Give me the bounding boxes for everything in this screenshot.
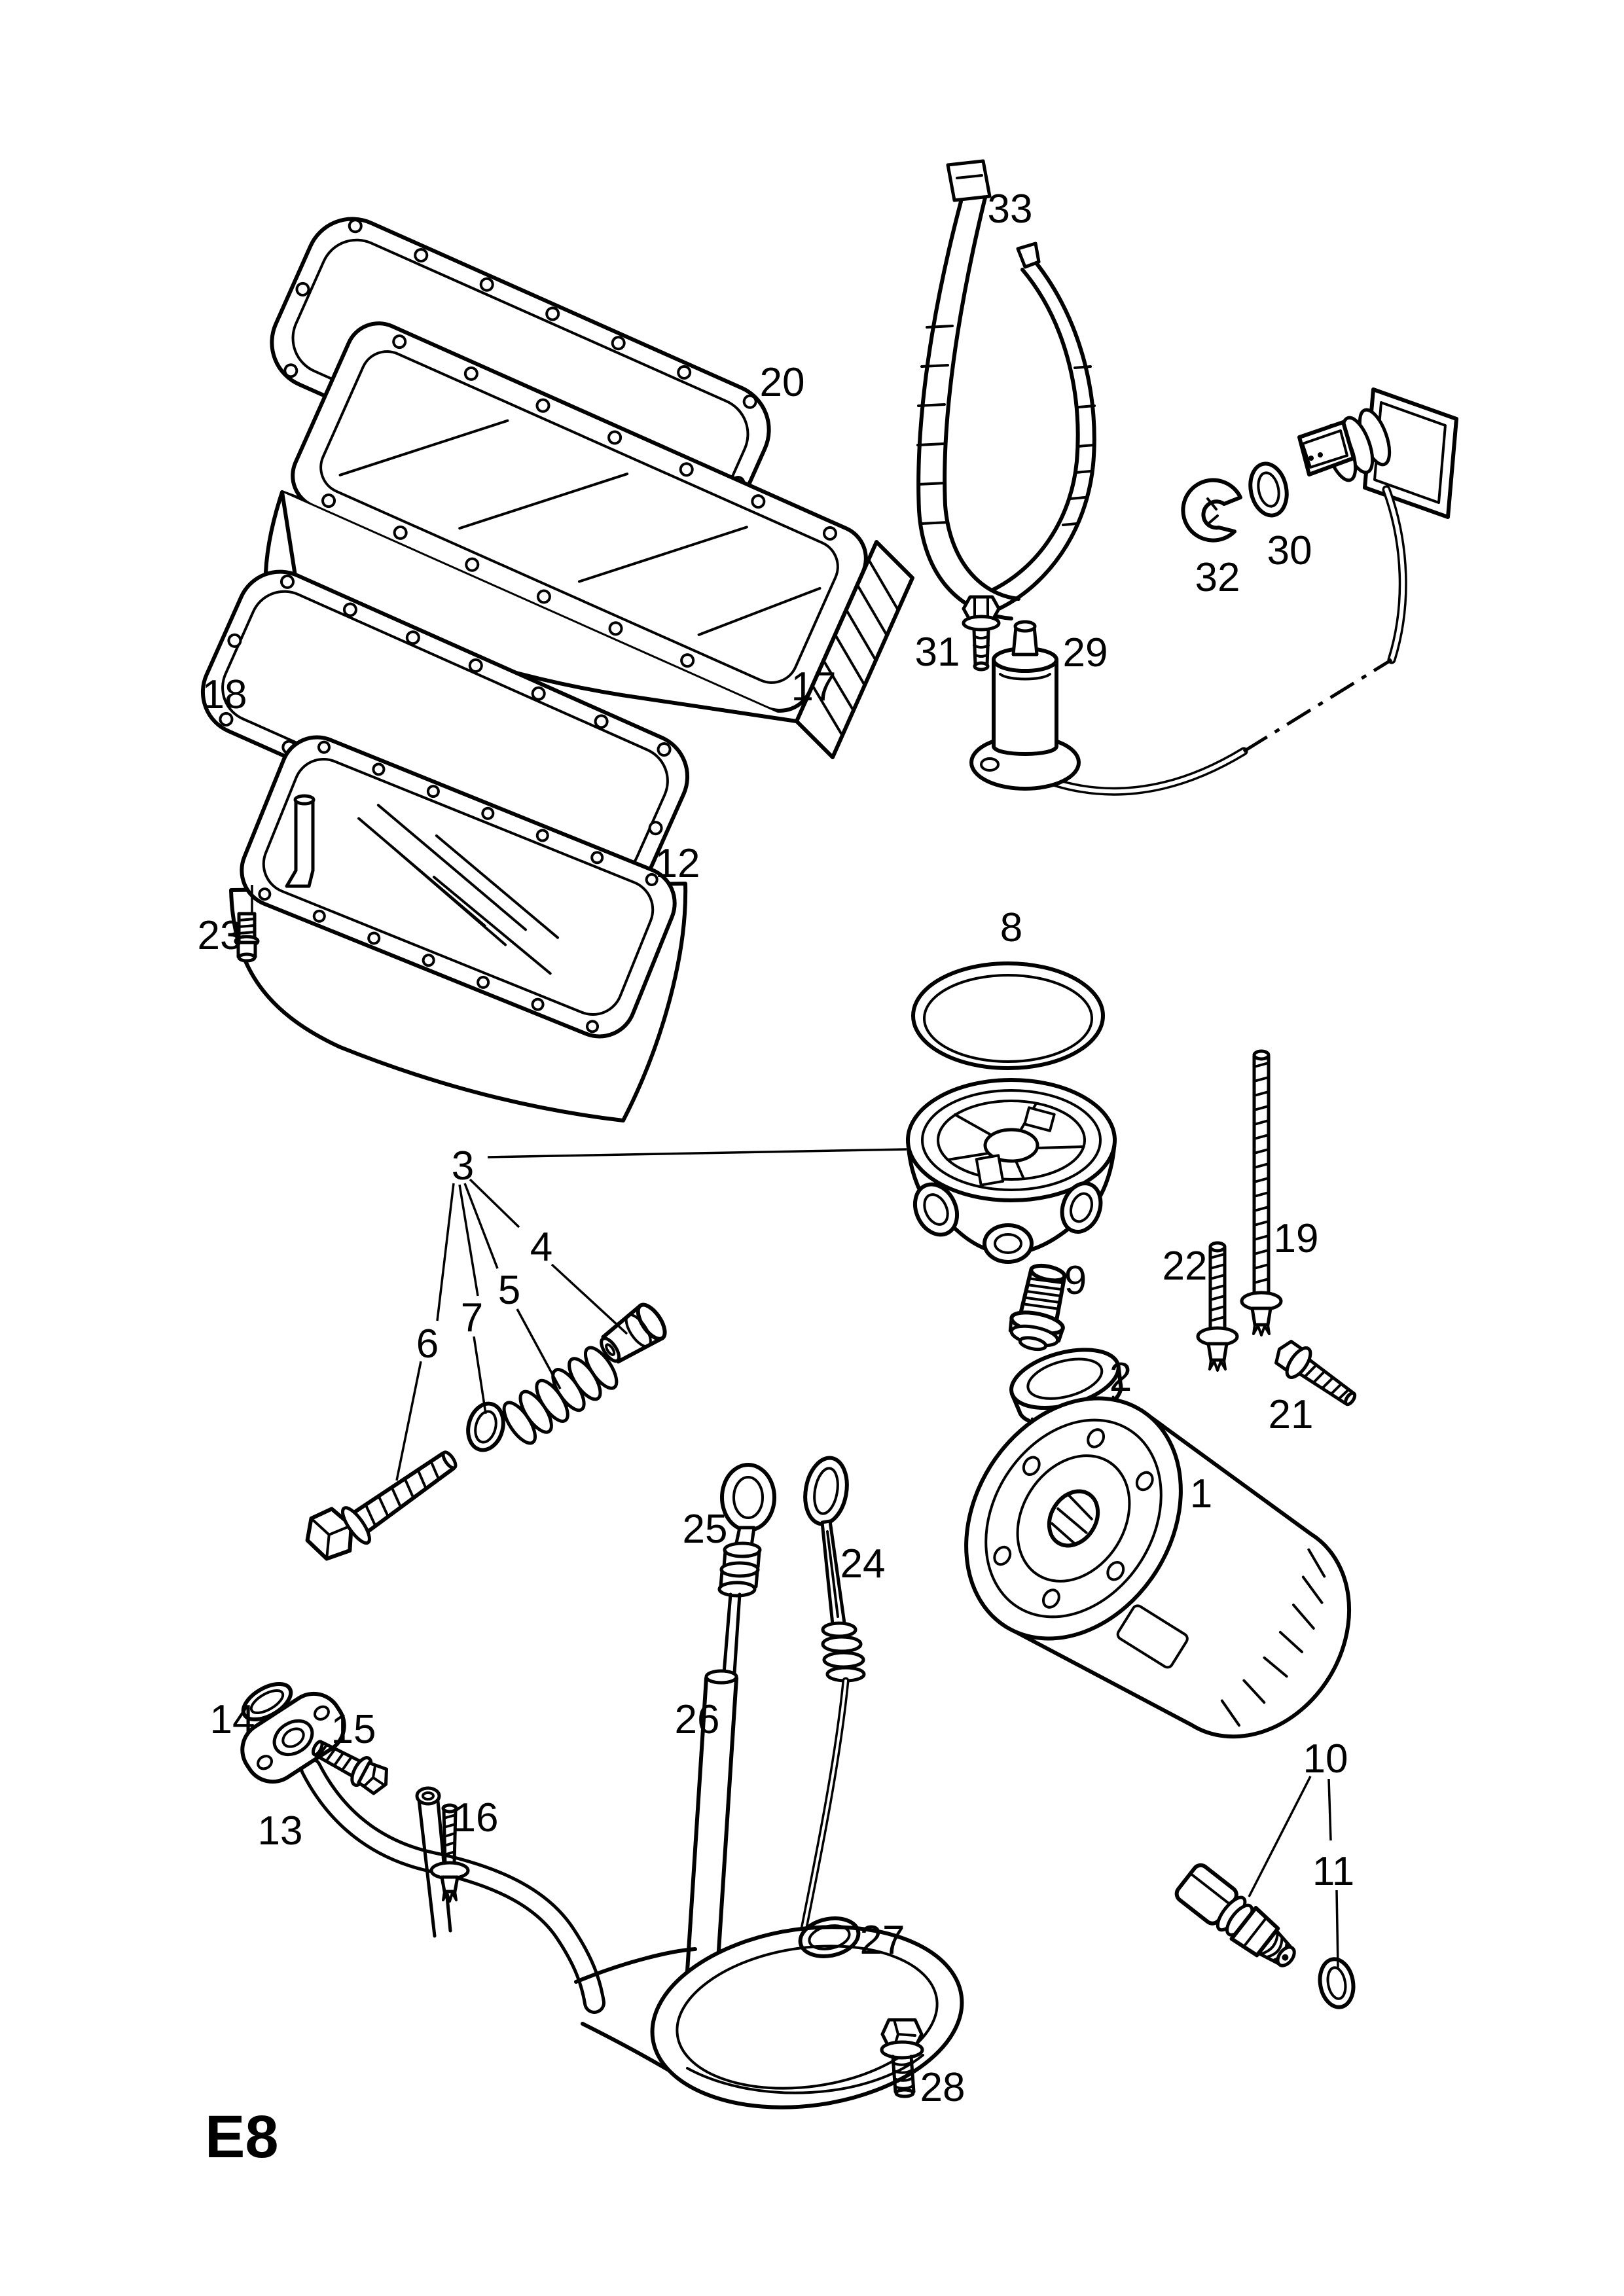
leader-line (473, 1336, 487, 1414)
part-oil-level-sensor (969, 620, 1248, 796)
page-code: E8 (205, 2104, 279, 2170)
callout-13-oil-pickup-pipe: 13 (258, 1808, 303, 1854)
part-oil-filter (964, 1396, 1352, 1739)
callout-21-bolt: 21 (1269, 1392, 1314, 1437)
callout-5-relief-valve-spring: 5 (498, 1268, 520, 1313)
part-switch-seal-washer (1318, 1957, 1356, 2009)
leader-line (436, 1183, 455, 1321)
part-pickup-brace-bolt (429, 1803, 470, 1903)
leader-line (469, 1178, 520, 1229)
leader-line (1327, 1778, 1332, 1841)
strap-ribs (1062, 365, 1096, 526)
part-lower-oil-pan (229, 735, 688, 1122)
callout-30-sensor-seal-ring: 30 (1267, 528, 1312, 573)
part-sensor-seal-ring (1248, 461, 1289, 518)
leader-line (395, 1361, 422, 1481)
callout-8-housing-o-ring: 8 (1000, 905, 1022, 950)
part-pickup-pipe-bolt (311, 1740, 388, 1795)
callout-28-guide-tube-bolt: 28 (920, 2065, 965, 2110)
part-relief-valve-seal-ring (466, 1401, 505, 1452)
part-guide-tube-o-ring (798, 1916, 861, 1958)
callout-27-guide-tube-o-ring: 27 (860, 1918, 905, 1963)
strap-ribs (916, 325, 954, 525)
callout-32-sensor-retaining-clip: 32 (1195, 555, 1240, 600)
callout-11-switch-seal-washer: 11 (1312, 1849, 1354, 1894)
part-oil-pressure-switch (1174, 1863, 1296, 1967)
leader-line (516, 1308, 562, 1390)
leader-line (550, 1263, 628, 1335)
leader-line (487, 1148, 907, 1158)
callout-12-oil-pan-lower: 12 (655, 841, 700, 886)
leader-line (1335, 1890, 1339, 1968)
part-housing-bolt-short (1196, 1241, 1239, 1372)
callout-23-oil-pan-bolt: 23 (198, 913, 243, 958)
part-sensor-bolt (962, 595, 1001, 672)
pan-drain-pipe (285, 794, 316, 888)
part-bolt-21 (1274, 1340, 1357, 1407)
leader-lines (251, 885, 1339, 1968)
part-oil-filter-housing (906, 1078, 1117, 1264)
part-relief-valve-plug-bolt (305, 1450, 458, 1561)
callout-4-relief-valve-piston: 4 (530, 1225, 552, 1270)
part-dipstick (789, 1456, 866, 1986)
callout-15-pickup-pipe-bolt: 15 (331, 1707, 376, 1752)
callout-6-relief-valve-plug-bolt: 6 (416, 1321, 439, 1367)
leader-line (458, 1184, 479, 1297)
callout-2-filter-adapter-nut: 2 (1110, 1355, 1132, 1400)
callout-33-cable-straps: 33 (988, 187, 1033, 232)
callout-24-oil-dipstick: 24 (840, 1541, 886, 1587)
callout-31-sensor-bolt: 31 (915, 630, 960, 675)
part-oil-pan-bolt (234, 912, 260, 963)
callout-16-pickup-brace-bolt: 16 (454, 1795, 499, 1840)
callout-25-dipstick-tube-upper: 25 (683, 1507, 728, 1552)
callout-20-upper-pan-gasket: 20 (760, 360, 805, 405)
callout-10-oil-pressure-switch: 10 (1303, 1736, 1348, 1782)
pan-baffle-ribs (811, 558, 899, 737)
callout-14-pickup-pipe-gasket: 14 (210, 1697, 255, 1742)
part-filter-nipple (1008, 1263, 1067, 1352)
filter-flutes (1220, 1548, 1326, 1727)
part-cable-straps (916, 159, 1096, 620)
part-housing-bolt-long (1240, 1049, 1283, 1336)
part-housing-o-ring (911, 961, 1105, 1070)
part-oil-pickup-pipe (240, 1691, 964, 2109)
part-relief-valve-spring (502, 1346, 619, 1445)
part-dipstick-tube (684, 1463, 776, 2002)
callout-26-dipstick-guide-tube: 26 (675, 1697, 720, 1742)
part-sensor-retaining-clip (1181, 478, 1242, 543)
callout-18-lower-pan-gasket: 18 (202, 672, 247, 717)
hidden-cable-route (1242, 658, 1393, 753)
leader-line (1248, 1776, 1312, 1897)
callout-3-oil-filter-housing: 3 (452, 1143, 474, 1189)
part-sensor-connector (1297, 387, 1458, 664)
callout-17-oil-pan-upper: 17 (791, 664, 837, 709)
callout-9-filter-connector-nipple: 9 (1064, 1258, 1087, 1303)
part-guide-tube-bolt (880, 2018, 924, 2098)
callout-7-relief-valve-seal-ring: 7 (461, 1295, 483, 1340)
callout-19-housing-bolt-long: 19 (1274, 1216, 1319, 1261)
callout-1-oil-filter: 1 (1190, 1471, 1212, 1516)
callout-29-oil-level-sensor: 29 (1063, 630, 1108, 675)
callout-22-housing-bolt-short: 22 (1163, 1244, 1208, 1289)
part-relief-valve-piston (600, 1302, 667, 1364)
leader-line (463, 1183, 499, 1269)
